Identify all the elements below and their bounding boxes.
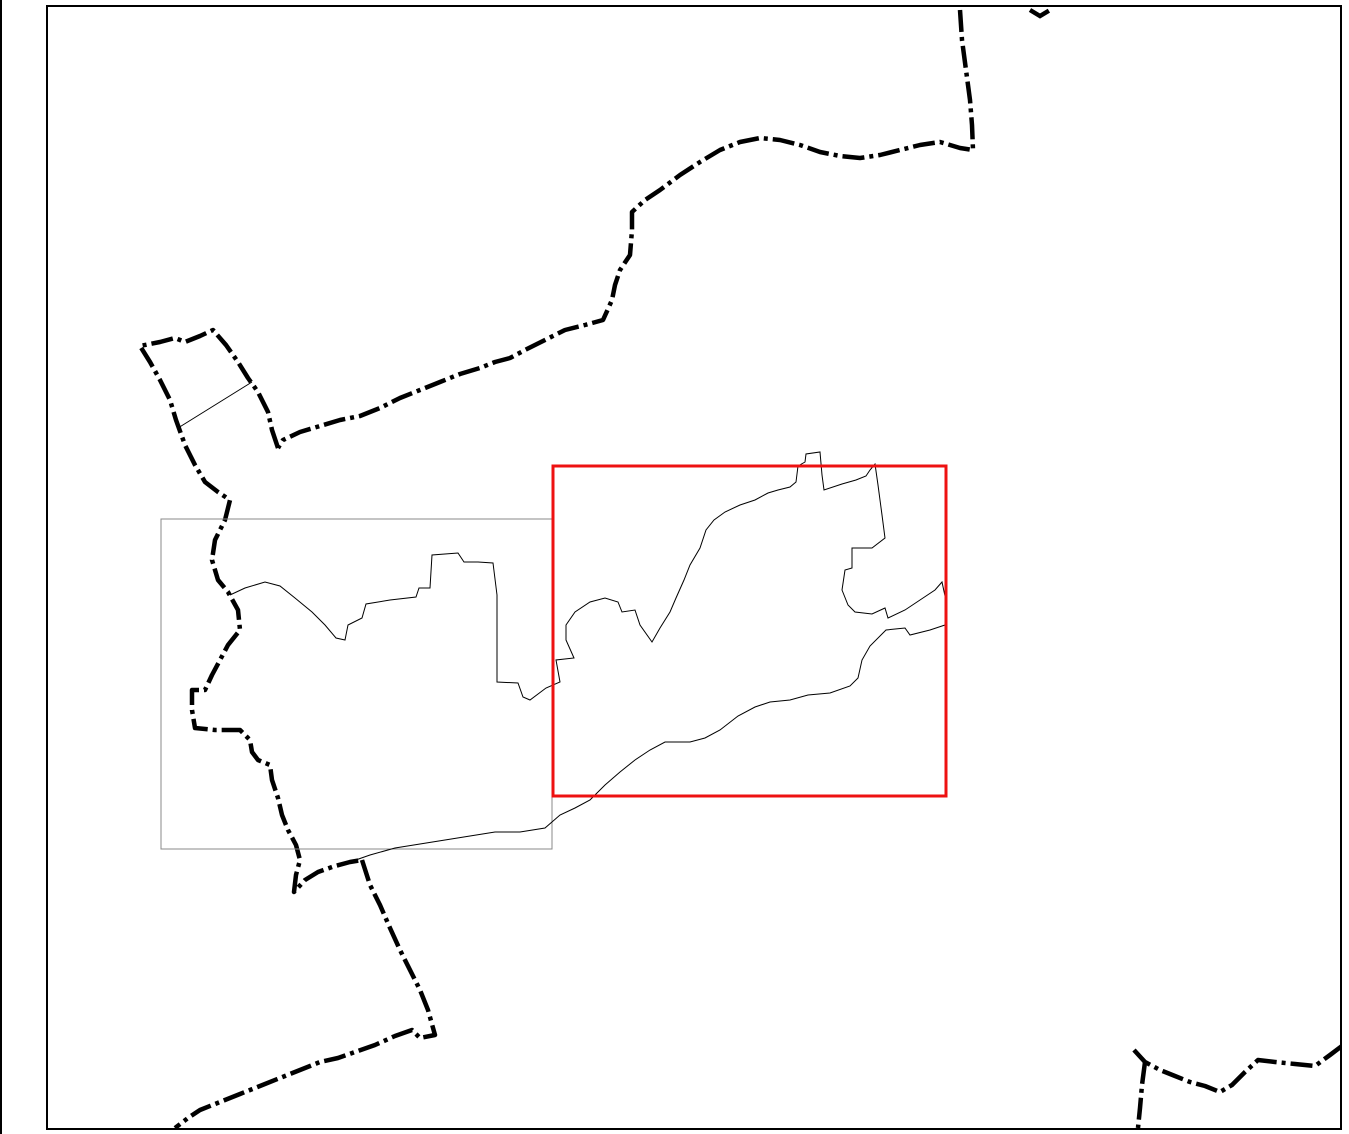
highlight-extent-box	[551, 464, 948, 798]
left-margin-rule	[0, 0, 2, 1134]
boundary-line-north	[276, 9, 976, 450]
boundary-line-top-corner	[1028, 8, 1052, 19]
boundary-line-southeast-stub	[1135, 1061, 1148, 1128]
map-frame	[46, 5, 1342, 1130]
boundary-line-west	[137, 327, 363, 895]
boundary-line-south	[173, 859, 438, 1128]
internal-division-line	[177, 381, 253, 429]
boundary-line-southeast	[1132, 1044, 1340, 1095]
parcel-outline	[229, 451, 946, 863]
